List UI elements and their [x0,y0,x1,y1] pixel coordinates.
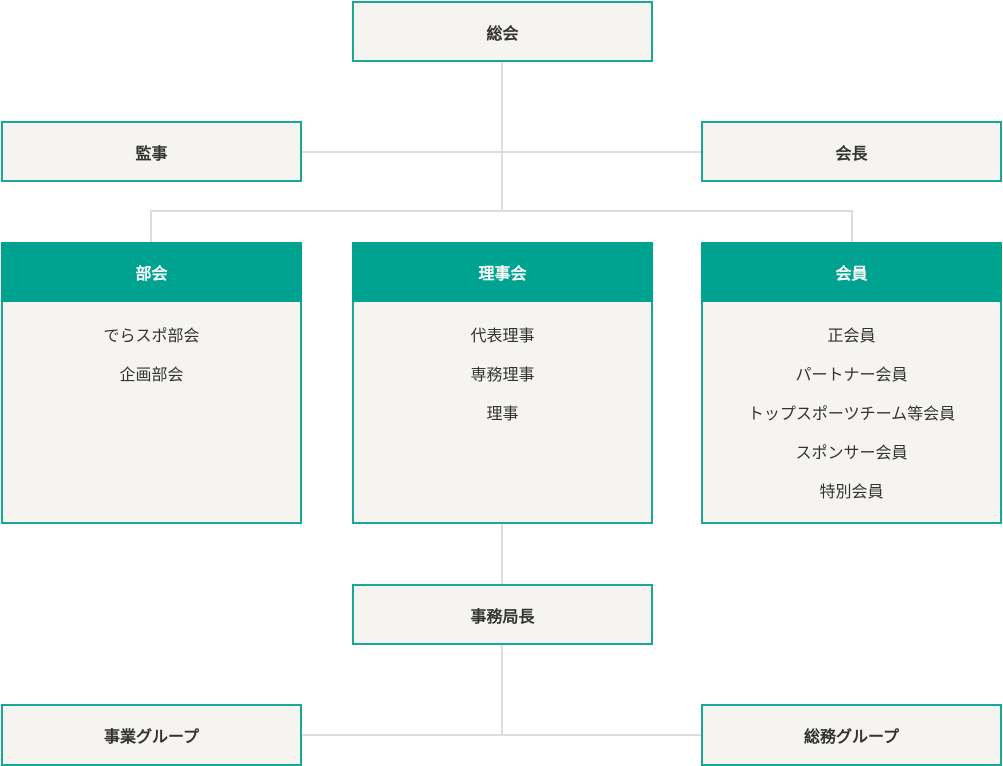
connector-auditor-chairman [302,151,702,153]
general-assembly-label: 総会 [486,23,519,43]
secretary-general-box: 事務局長 [352,584,653,645]
list-item: スポンサー会員 [795,443,908,462]
board-card: 理事会 代表理事 専務理事 理事 [352,242,653,524]
list-item: パートナー会員 [795,365,908,384]
connector-secretary-groups [501,644,503,735]
board-list: 代表理事 専務理事 理事 [354,302,651,433]
chairman-label: 会長 [835,143,868,163]
general-affairs-group-label: 総務グループ [803,727,900,746]
list-item: 正会員 [827,326,876,345]
list-item: でらスポ部会 [103,326,200,345]
list-item: 企画部会 [119,365,184,384]
members-card: 会員 正会員 パートナー会員 トップスポーツチーム等会員 スポンサー会員 特別会… [701,242,1002,524]
list-item: 特別会員 [819,482,884,501]
members-header: 会員 [701,242,1002,302]
members-list: 正会員 パートナー会員 トップスポーツチーム等会員 スポンサー会員 特別会員 [703,302,1000,511]
committees-list: でらスポ部会 企画部会 [3,302,300,394]
general-affairs-group-box: 総務グループ [701,704,1002,766]
auditor-label: 監事 [135,143,168,163]
committees-header: 部会 [1,242,302,302]
committees-card: 部会 でらスポ部会 企画部会 [1,242,302,524]
members-title: 会員 [835,264,868,283]
auditor-box: 監事 [1,121,302,182]
connector-branch-horizontal [150,210,853,212]
connector-groups-horizontal [302,734,702,736]
connector-branch-right [851,210,853,242]
business-group-label: 事業グループ [103,727,200,746]
list-item: 理事 [486,404,519,423]
list-item: 専務理事 [470,365,535,384]
committees-title: 部会 [135,264,168,283]
board-header: 理事会 [352,242,653,302]
chairman-box: 会長 [701,121,1002,182]
secretary-general-label: 事務局長 [470,606,535,626]
connector-branch-left [150,210,152,242]
list-item: トップスポーツチーム等会員 [747,404,956,423]
list-item: 代表理事 [470,326,535,345]
board-title: 理事会 [478,264,527,283]
general-assembly-box: 総会 [352,1,653,62]
connector-top-vertical [501,62,503,212]
connector-board-secretary [501,523,503,585]
business-group-box: 事業グループ [1,704,302,766]
